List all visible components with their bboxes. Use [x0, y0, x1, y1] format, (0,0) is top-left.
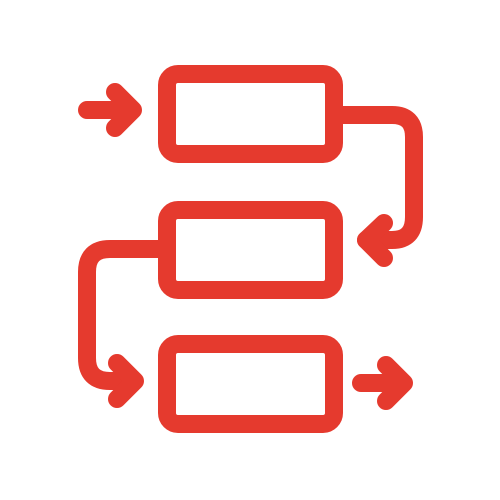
top-to-middle-connector — [325, 106, 423, 267]
middle-to-bottom-connector — [78, 240, 176, 408]
input-arrow — [78, 83, 142, 137]
process-box-bottom — [158, 335, 343, 433]
output-arrow — [352, 356, 413, 410]
process-box-top — [158, 65, 343, 163]
process-box-middle — [158, 201, 343, 299]
